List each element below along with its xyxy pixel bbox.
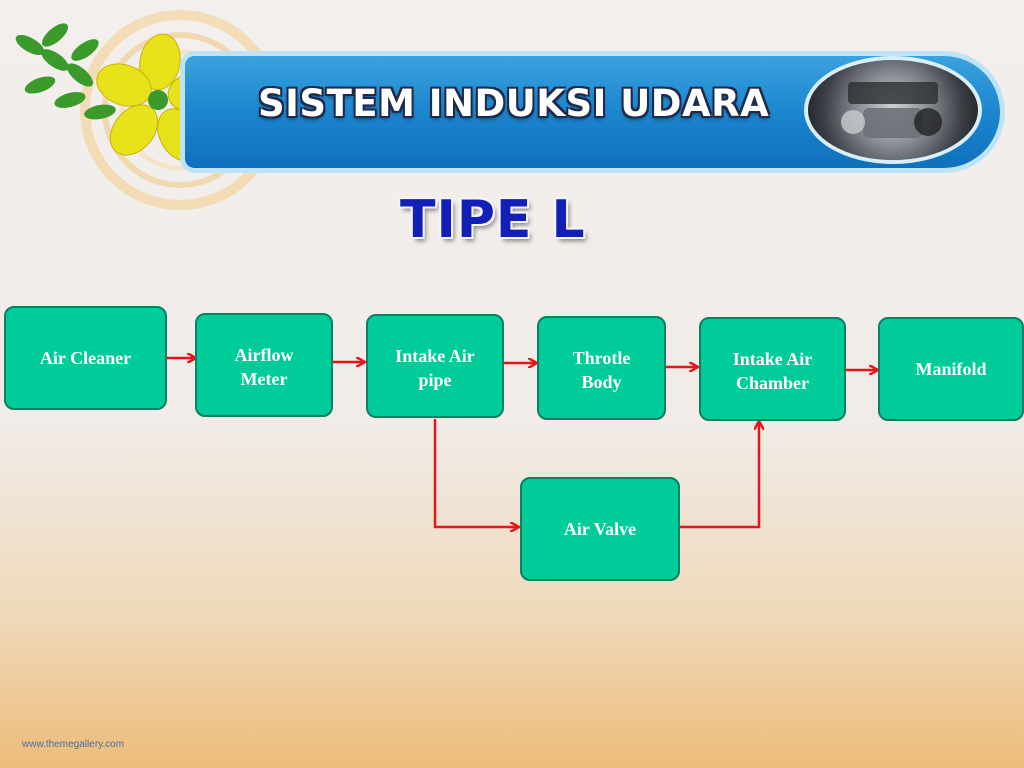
node-label: Throtle Body [572,348,631,392]
node-air-valve: Air Valve [520,477,680,581]
node-air-cleaner: Air Cleaner [4,306,167,410]
node-label: Airflow Meter [234,345,294,389]
diagram-subtitle: TIPE L [400,190,586,250]
footer-url: www.themegallery.com [22,739,125,750]
arrow-air-valve-to-intake-air-chamber [680,422,759,529]
node-label: Intake Air pipe [395,346,475,390]
node-label: Air Valve [563,519,637,539]
node-label: Air Cleaner [39,348,132,368]
node-airflow-meter: Airflow Meter [195,313,333,417]
engine-image [808,60,978,160]
node-label: Manifold [915,359,987,379]
arrow-intake-air-pipe-to-air-valve [433,419,518,527]
page-title: SISTEM INDUKSI UDARA [258,82,770,125]
node-intake-air-chamber: Intake Air Chamber [699,317,846,421]
node-manifold: Manifold [878,317,1024,421]
node-throtle-body: Throtle Body [537,316,666,420]
node-intake-air-pipe: Intake Air pipe [366,314,504,418]
node-label: Intake Air Chamber [732,349,813,393]
